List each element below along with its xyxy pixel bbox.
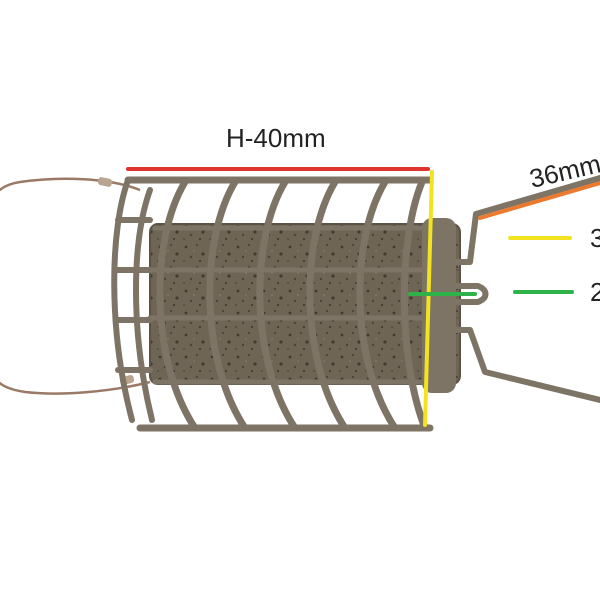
weight-body <box>149 223 461 385</box>
diameter-measure-line <box>423 170 434 427</box>
leader-wire-lower <box>0 380 151 395</box>
cage-rings <box>156 178 429 432</box>
cage-end-bars <box>111 177 155 423</box>
legend-yellow-label: 3 <box>590 223 600 253</box>
leader-wire <box>0 177 141 192</box>
cage-horizontal-bars <box>147 225 433 385</box>
end-wire-frame <box>453 175 600 403</box>
crimp-sleeve <box>97 177 113 187</box>
legend-green-label: 2 <box>590 277 600 307</box>
height-label: H-40mm <box>226 123 326 153</box>
length-measure-line <box>478 181 600 220</box>
